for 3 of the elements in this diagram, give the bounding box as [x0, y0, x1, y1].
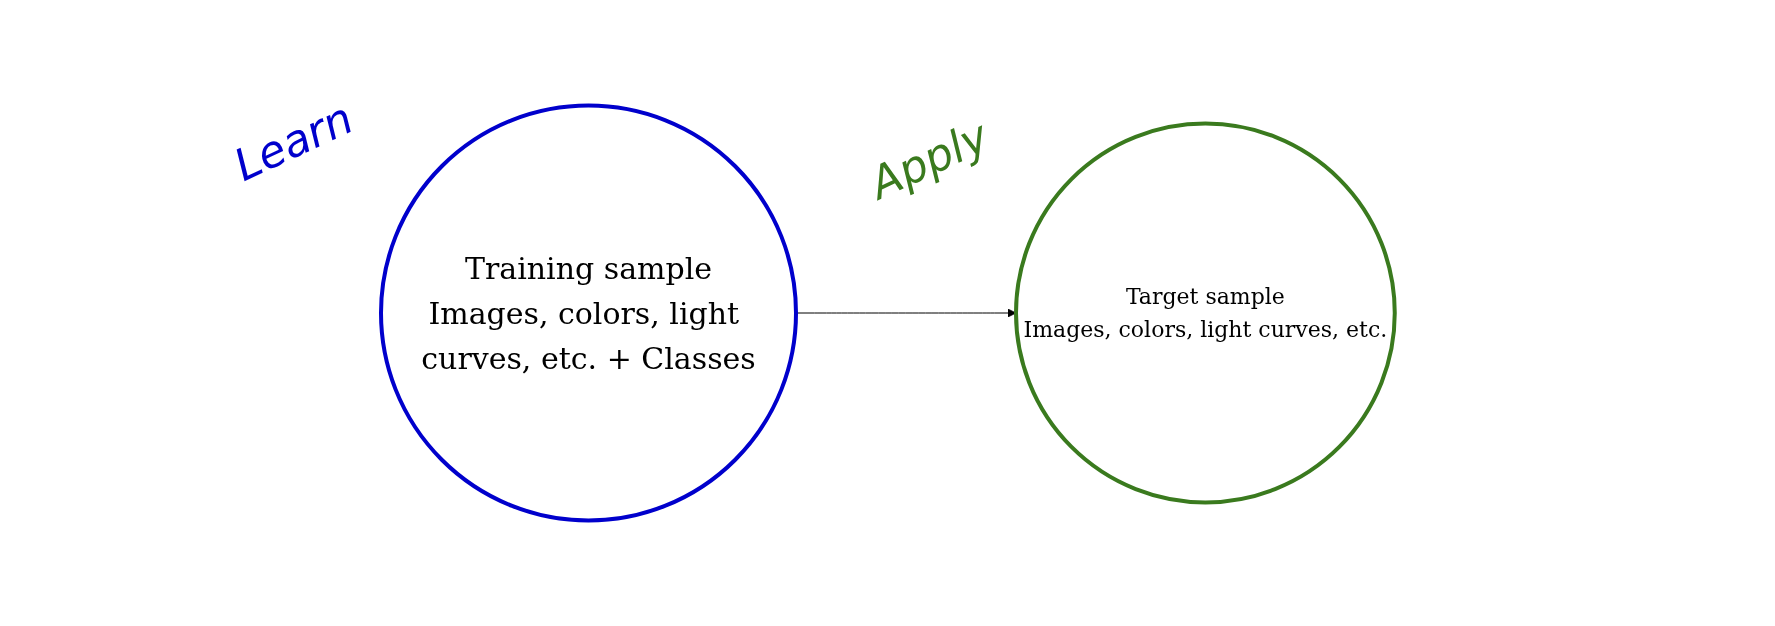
handwritten-note: Learn	[225, 91, 361, 191]
node-circle: Training sample Images, colors, light curves, etc. + Classes	[378, 103, 798, 523]
node-circle: Target sample Images, colors, light curves, etc.	[1013, 121, 1397, 505]
